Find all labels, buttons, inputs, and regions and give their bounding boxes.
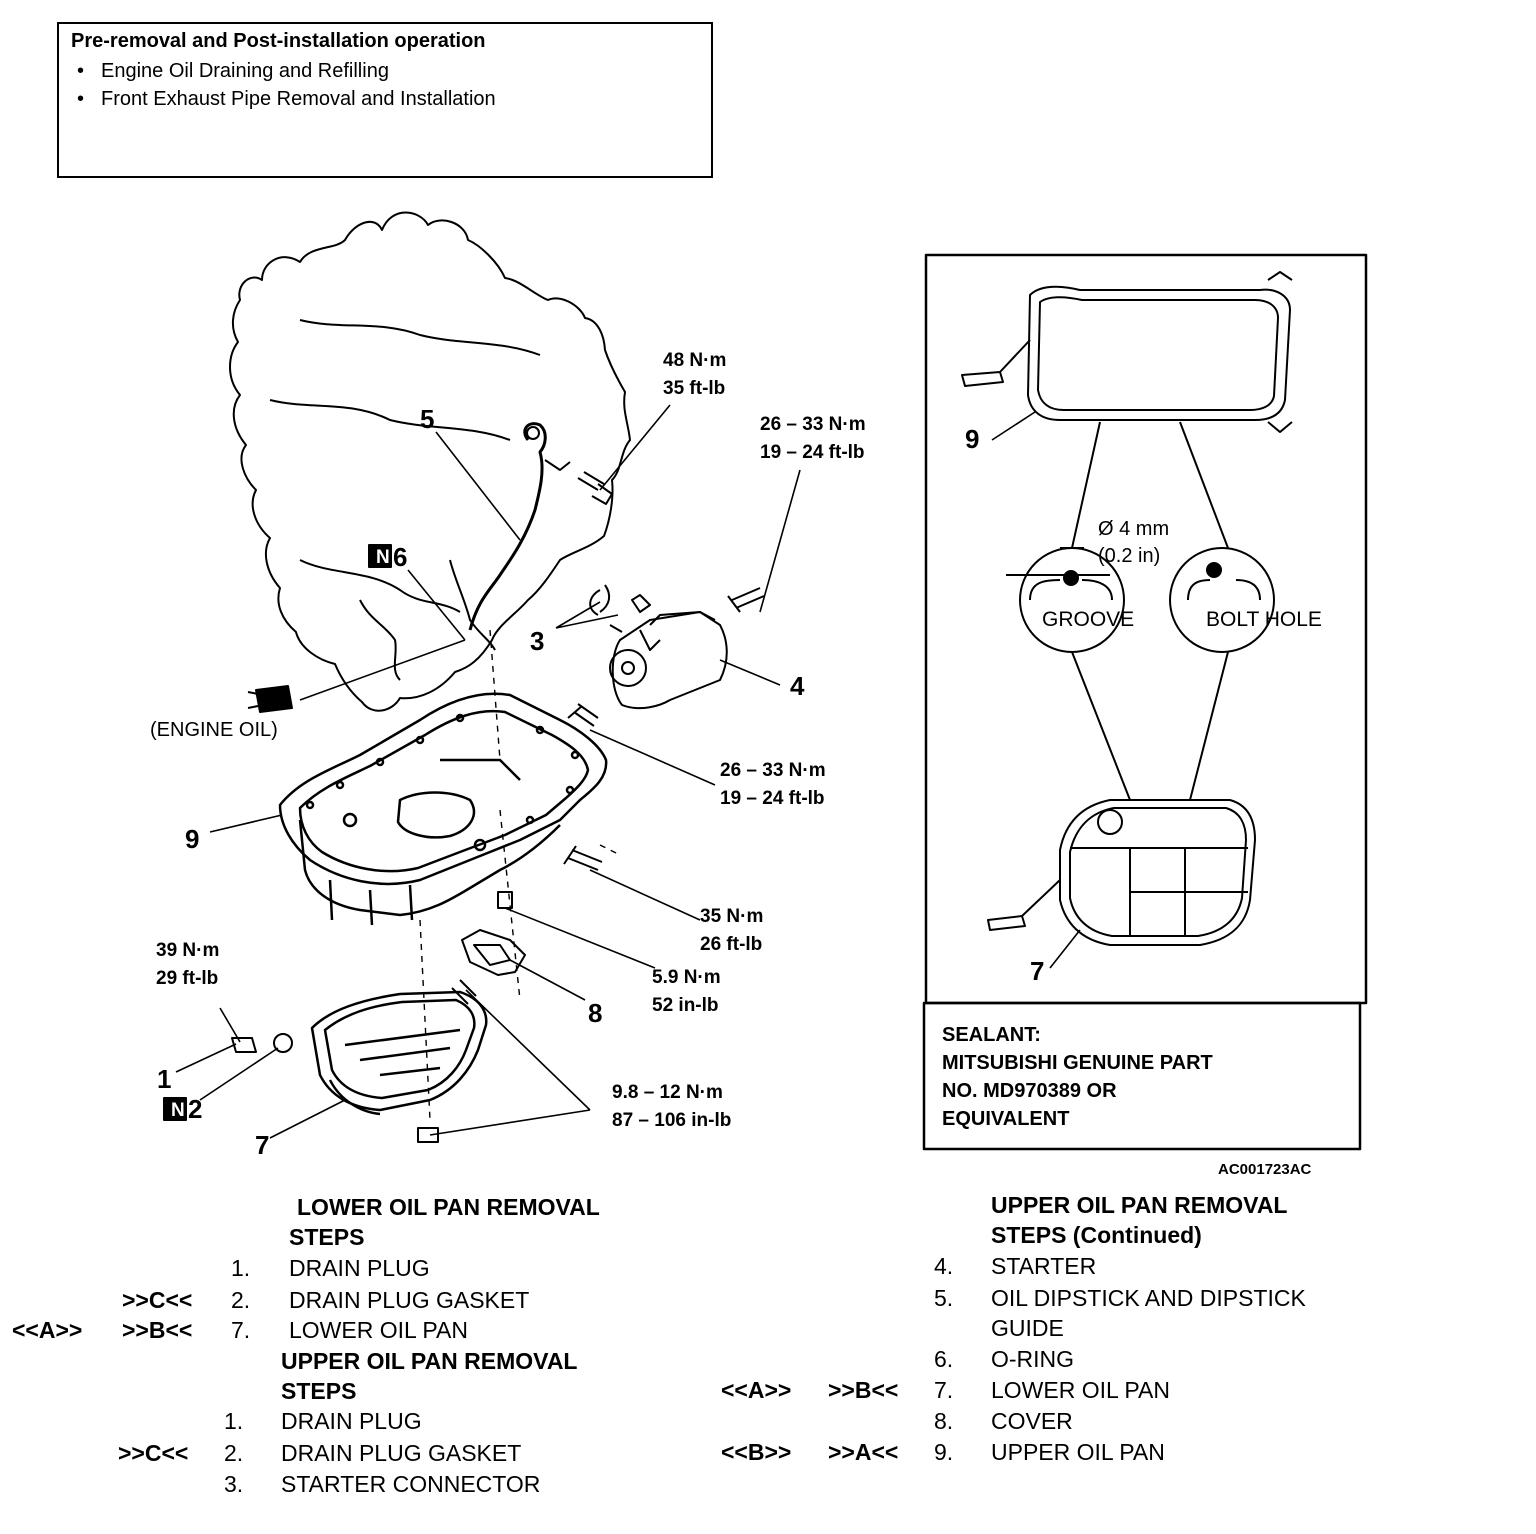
step-number: 3. bbox=[224, 1471, 244, 1497]
callout-1: 1 bbox=[157, 1064, 171, 1094]
torque-label: 5.9 N·m bbox=[652, 967, 721, 988]
upper-steps-cont-title: UPPER OIL PAN REMOVAL bbox=[991, 1192, 1288, 1218]
step-label: STARTER CONNECTOR bbox=[281, 1471, 541, 1497]
step-label: GUIDE bbox=[991, 1315, 1064, 1341]
torque-label: 9.8 – 12 N·m bbox=[612, 1082, 723, 1103]
torque-label: 26 – 33 N·m bbox=[760, 414, 866, 435]
callout-8: 8 bbox=[588, 998, 602, 1028]
step-ref-a: <<B>> bbox=[721, 1439, 792, 1465]
callout-5: 5 bbox=[420, 404, 434, 434]
callout-6: 6 bbox=[393, 542, 407, 572]
step-label: STARTER bbox=[991, 1253, 1097, 1279]
step-number: 2. bbox=[231, 1287, 251, 1313]
n-badge-letter: N bbox=[171, 1100, 185, 1121]
step-label: DRAIN PLUG GASKET bbox=[281, 1440, 522, 1466]
step-label: OIL DIPSTICK AND DIPSTICK bbox=[991, 1285, 1306, 1311]
upper-steps-cont-title: STEPS (Continued) bbox=[991, 1222, 1202, 1248]
inset-callout-9: 9 bbox=[965, 424, 979, 454]
step-ref-b: >>B<< bbox=[828, 1377, 899, 1403]
engine-oil-can-icon bbox=[247, 685, 293, 713]
engine-block-outline bbox=[229, 211, 631, 712]
step-number: 9. bbox=[934, 1439, 954, 1465]
torque-label: 39 N·m bbox=[156, 940, 219, 961]
cover bbox=[461, 929, 526, 976]
step-label: UPPER OIL PAN bbox=[991, 1439, 1165, 1465]
sealant-note: SEALANT: MITSUBISHI GENUINE PART NO. MD9… bbox=[924, 1003, 1360, 1149]
step-label: LOWER OIL PAN bbox=[991, 1377, 1170, 1403]
pre-removal-item: Front Exhaust Pipe Removal and Installat… bbox=[71, 85, 699, 113]
upper-steps-title: UPPER OIL PAN REMOVAL bbox=[281, 1348, 578, 1374]
torque-label: 87 – 106 in-lb bbox=[612, 1110, 731, 1131]
callout-3: 3 bbox=[530, 626, 544, 656]
step-number: 7. bbox=[934, 1377, 954, 1403]
torque-label: 26 – 33 N·m bbox=[720, 760, 826, 781]
step-number: 1. bbox=[231, 1255, 251, 1281]
n-badge bbox=[368, 544, 392, 568]
torque-label: 19 – 24 ft-lb bbox=[720, 788, 825, 809]
upper-oil-pan bbox=[278, 692, 608, 926]
bolt-hole-detail bbox=[1169, 547, 1275, 653]
upper-steps-title: STEPS bbox=[281, 1378, 357, 1404]
step-label: DRAIN PLUG bbox=[281, 1408, 422, 1434]
step-label: O-RING bbox=[991, 1346, 1075, 1372]
sealant-line: SEALANT: bbox=[942, 1024, 1041, 1046]
step-number: 6. bbox=[934, 1346, 954, 1372]
leader-lines bbox=[175, 404, 1081, 1139]
groove-dimension-mm: Ø 4 mm bbox=[1098, 518, 1169, 540]
step-number: 8. bbox=[934, 1408, 954, 1434]
step-ref-b: >>C<< bbox=[118, 1440, 189, 1466]
groove-label: GROOVE bbox=[1042, 608, 1134, 631]
callout-2: 2 bbox=[188, 1094, 202, 1124]
torque-label: 26 ft-lb bbox=[700, 934, 762, 955]
step-label: DRAIN PLUG bbox=[289, 1255, 430, 1281]
step-ref-a: <<A>> bbox=[12, 1317, 83, 1343]
callout-7: 7 bbox=[255, 1130, 269, 1160]
torque-label: 29 ft-lb bbox=[156, 968, 218, 989]
torque-label: 52 in-lb bbox=[652, 995, 719, 1016]
step-ref-b: >>A<< bbox=[828, 1439, 899, 1465]
n-badge bbox=[163, 1097, 187, 1121]
step-number: 4. bbox=[934, 1253, 954, 1279]
step-number: 1. bbox=[224, 1408, 244, 1434]
callout-9: 9 bbox=[185, 824, 199, 854]
dipstick bbox=[468, 422, 547, 631]
torque-label: 48 N·m bbox=[663, 350, 726, 371]
torque-label: 35 N·m bbox=[700, 906, 763, 927]
engine-oil-label: (ENGINE OIL) bbox=[150, 719, 278, 741]
bolt-hole-label: BOLT HOLE bbox=[1206, 608, 1322, 631]
pre-removal-item: Engine Oil Draining and Refilling bbox=[71, 57, 699, 85]
inset-callout-7: 7 bbox=[1030, 956, 1044, 986]
starter-motor bbox=[589, 584, 728, 710]
step-label: LOWER OIL PAN bbox=[289, 1317, 468, 1343]
step-ref-a: <<A>> bbox=[721, 1377, 792, 1403]
torque-label: 19 – 24 ft-lb bbox=[760, 442, 865, 463]
lower-steps-title: LOWER OIL PAN REMOVAL bbox=[297, 1194, 600, 1220]
step-label: COVER bbox=[991, 1408, 1073, 1434]
lower-steps-title: STEPS bbox=[289, 1224, 365, 1250]
sealant-line: EQUIVALENT bbox=[942, 1108, 1070, 1130]
step-number: 2. bbox=[224, 1440, 244, 1466]
sealant-line: NO. MD970389 OR bbox=[942, 1080, 1117, 1102]
step-number: 7. bbox=[231, 1317, 251, 1343]
pre-removal-title: Pre-removal and Post-installation operat… bbox=[71, 30, 486, 52]
groove-dimension-in: (0.2 in) bbox=[1098, 545, 1160, 567]
step-ref-b: >>B<< bbox=[122, 1317, 193, 1343]
step-ref-b: >>C<< bbox=[122, 1287, 193, 1313]
n-badge-letter: N bbox=[376, 547, 390, 568]
torque-label: 35 ft-lb bbox=[663, 378, 725, 399]
lower-oil-pan bbox=[310, 990, 488, 1116]
figure-code: AC001723AC bbox=[1218, 1161, 1312, 1178]
step-number: 5. bbox=[934, 1285, 954, 1311]
callout-4: 4 bbox=[790, 671, 805, 701]
sealant-line: MITSUBISHI GENUINE PART bbox=[942, 1052, 1213, 1074]
step-label: DRAIN PLUG GASKET bbox=[289, 1287, 530, 1313]
pre-removal-box: Pre-removal and Post-installation operat… bbox=[57, 22, 713, 178]
